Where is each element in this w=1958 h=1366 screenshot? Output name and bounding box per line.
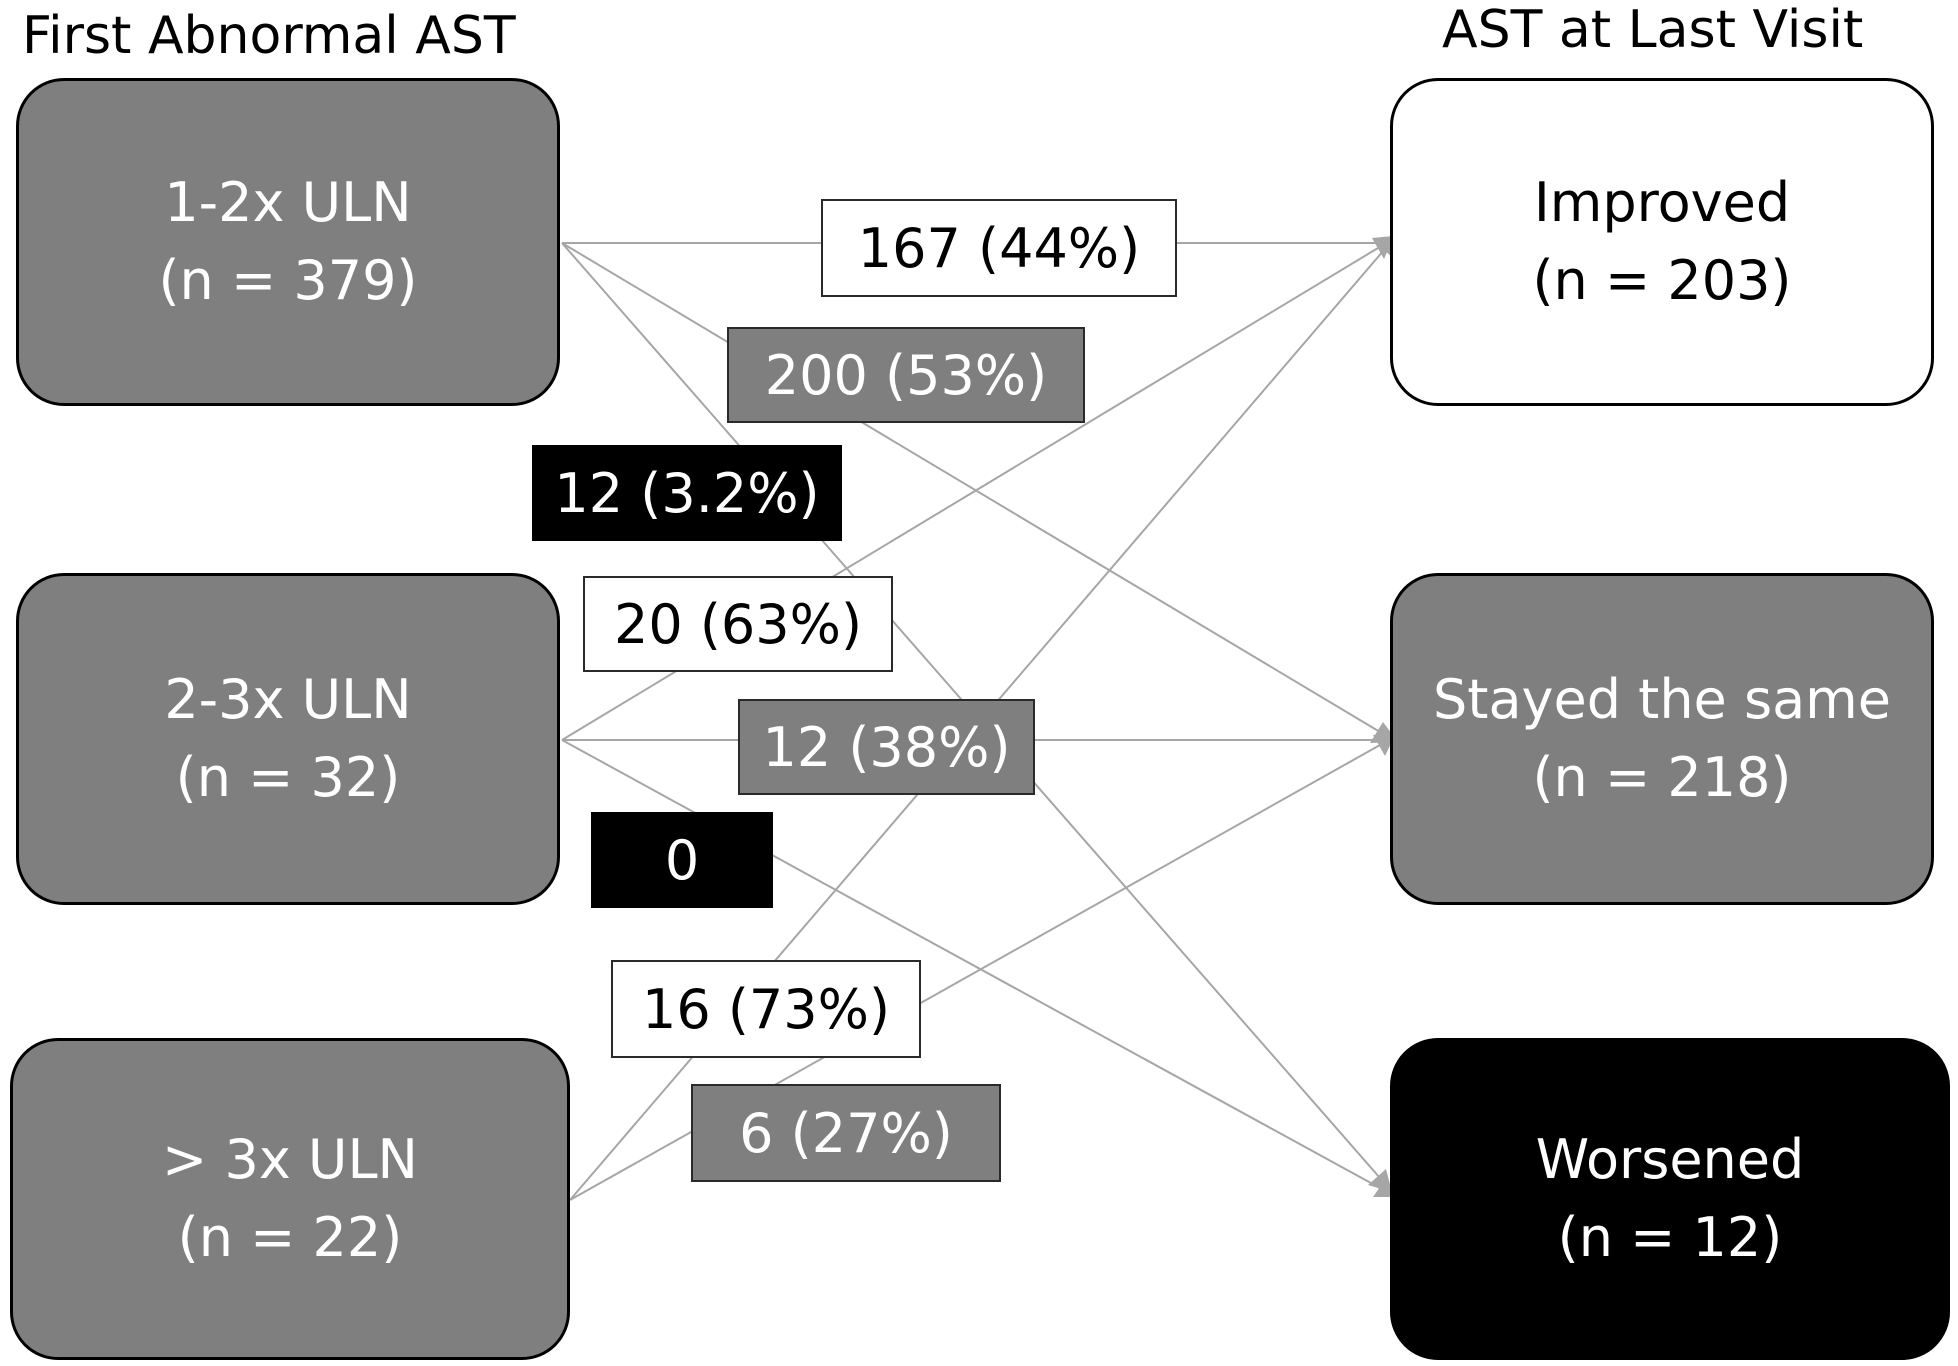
- right-column-header: AST at Last Visit: [1442, 0, 1864, 60]
- node-count: (n = 218): [1532, 746, 1792, 809]
- node-count: (n = 203): [1532, 249, 1792, 312]
- flow-label-1-2x-to-stayed: 200 (53%): [727, 327, 1085, 423]
- left-column-header: First Abnormal AST: [22, 6, 516, 66]
- node-count: (n = 379): [158, 249, 418, 312]
- node-title: 1-2x ULN: [164, 171, 412, 234]
- node-title: > 3x ULN: [162, 1128, 418, 1191]
- flow-label-2-3x-to-stayed: 12 (38%): [738, 699, 1035, 795]
- node-count: (n = 12): [1557, 1206, 1783, 1269]
- source-node-over-3x-uln: > 3x ULN (n = 22): [10, 1038, 570, 1360]
- flow-label-1-2x-to-improved: 167 (44%): [821, 199, 1177, 297]
- flow-label-2-3x-to-worsened: 0: [591, 812, 773, 908]
- node-count: (n = 32): [175, 746, 401, 809]
- node-count: (n = 22): [177, 1206, 403, 1269]
- target-node-improved: Improved (n = 203): [1390, 78, 1934, 406]
- node-title: Improved: [1533, 171, 1791, 234]
- source-node-1-2x-uln: 1-2x ULN (n = 379): [16, 78, 560, 406]
- flow-label-over-3x-to-improved: 16 (73%): [611, 960, 921, 1058]
- node-title: Worsened: [1535, 1128, 1805, 1191]
- flow-label-1-2x-to-worsened: 12 (3.2%): [532, 445, 842, 541]
- node-title: Stayed the same: [1433, 668, 1891, 731]
- target-node-stayed-the-same: Stayed the same (n = 218): [1390, 573, 1934, 905]
- target-node-worsened: Worsened (n = 12): [1390, 1038, 1950, 1360]
- flow-label-over-3x-to-stayed: 6 (27%): [691, 1084, 1001, 1182]
- source-node-2-3x-uln: 2-3x ULN (n = 32): [16, 573, 560, 905]
- flow-label-2-3x-to-improved: 20 (63%): [583, 576, 893, 672]
- node-title: 2-3x ULN: [164, 668, 412, 731]
